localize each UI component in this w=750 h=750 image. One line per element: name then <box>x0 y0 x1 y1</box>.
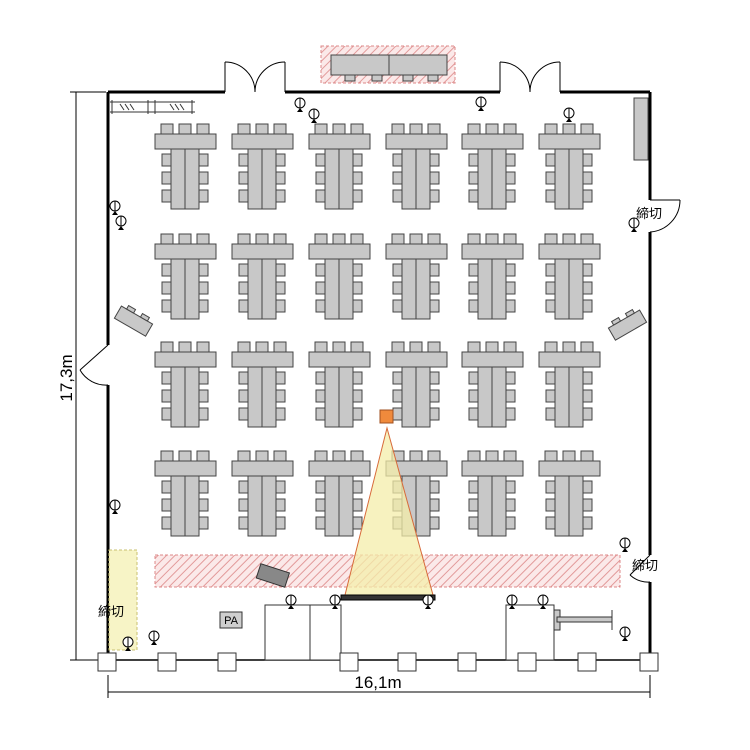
outlet-symbol <box>148 630 160 645</box>
bottom-right-room <box>505 604 561 661</box>
outlet-symbol <box>109 200 121 215</box>
outlet-symbol <box>537 594 549 609</box>
outlet-symbol <box>628 217 640 232</box>
room-walls <box>106 90 652 661</box>
top-right-double-door <box>499 61 561 93</box>
seating-cluster <box>154 341 217 428</box>
storage-racks <box>110 100 195 114</box>
seating-cluster <box>461 450 524 537</box>
seating-cluster <box>154 123 217 210</box>
seating-cluster <box>308 233 371 320</box>
seating-cluster <box>308 450 371 537</box>
seating-cluster <box>231 341 294 428</box>
outlet-symbols <box>109 96 640 651</box>
top-left-double-door <box>224 61 286 93</box>
bottom-left-room <box>264 604 342 661</box>
seating-cluster <box>308 123 371 210</box>
top-stage-tables <box>330 54 448 82</box>
left-side-door <box>79 344 109 386</box>
outlet-symbol <box>506 594 518 609</box>
seating-cluster <box>538 450 601 537</box>
right-rail <box>556 610 613 630</box>
right-diagonal-table <box>607 308 648 341</box>
seating-cluster <box>538 233 601 320</box>
outlet-symbol <box>619 537 631 552</box>
column-pillar <box>517 652 537 672</box>
outlet-symbol <box>285 594 297 609</box>
seating-cluster <box>385 341 448 428</box>
column-pillar <box>577 652 597 672</box>
right-wall-cabinet <box>633 97 649 161</box>
seating-cluster <box>461 341 524 428</box>
column-pillar <box>157 652 177 672</box>
width-dimension-label: 16,1m <box>354 673 401 692</box>
seating-cluster <box>538 341 601 428</box>
seating-cluster <box>154 450 217 537</box>
outlet-symbol <box>422 594 434 609</box>
side-monitor <box>255 563 291 588</box>
column-pillar <box>217 652 237 672</box>
pa-box <box>219 611 243 629</box>
column-pillar <box>457 652 477 672</box>
column-pillar <box>397 652 417 672</box>
seating-cluster <box>385 123 448 210</box>
outlet-symbol <box>294 97 306 112</box>
column-pillar <box>97 652 117 672</box>
closed-zone-bottom-left <box>108 549 138 651</box>
seating-cluster <box>231 233 294 320</box>
outlet-symbol <box>563 107 575 122</box>
projection-screen <box>340 594 436 601</box>
width-dimension <box>107 675 651 698</box>
column-pillar <box>639 652 659 672</box>
seating-cluster <box>154 233 217 320</box>
left-diagonal-table <box>113 304 154 337</box>
closed-note-mid-right: 締切 <box>632 558 658 574</box>
seating-cluster <box>385 233 448 320</box>
column-pillar <box>339 652 359 672</box>
right-lower-door <box>629 554 651 583</box>
outlet-symbol <box>109 499 121 514</box>
projector-icon <box>379 409 394 424</box>
pa-label: PA <box>224 615 239 627</box>
seating-cluster <box>538 123 601 210</box>
seating-cluster <box>308 341 371 428</box>
right-side-door <box>649 199 681 233</box>
outlet-symbol <box>329 594 341 609</box>
seating-cluster <box>231 450 294 537</box>
height-dimension-label: 17,3m <box>57 354 76 401</box>
outlet-symbol <box>122 636 134 651</box>
outlet-symbol <box>619 626 631 641</box>
seating-cluster <box>231 123 294 210</box>
seating-grid <box>154 123 601 537</box>
bottom-columns <box>97 652 659 672</box>
outlet-symbol <box>475 96 487 111</box>
seating-cluster <box>461 123 524 210</box>
seating-cluster <box>461 233 524 320</box>
outlet-symbol <box>115 215 127 230</box>
outlet-symbol <box>308 108 320 123</box>
closed-note-bottom-left: 締切 <box>98 604 124 620</box>
closed-note-top-right: 締切 <box>636 206 662 222</box>
